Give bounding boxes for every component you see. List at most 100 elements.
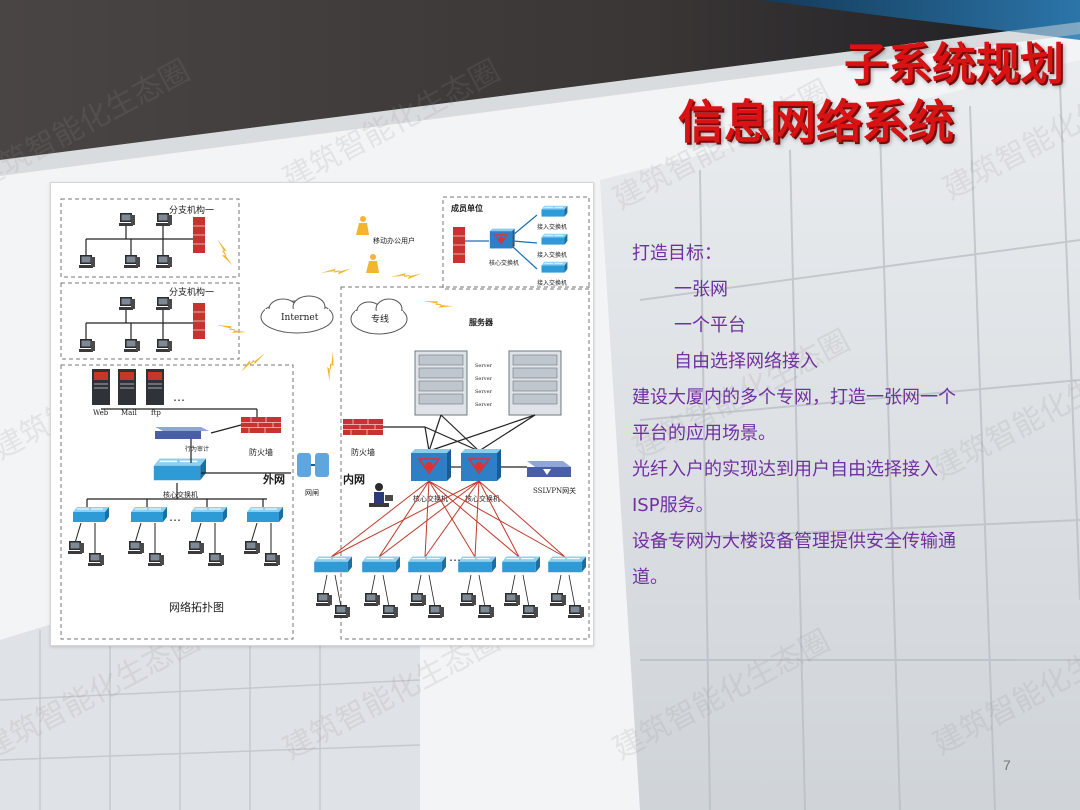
page-title: 子系统规划 <box>844 39 1064 90</box>
gatekeeper-device <box>297 453 329 477</box>
server-bus <box>101 408 258 417</box>
server-ftp-label: ftp <box>151 409 161 417</box>
goal-text-line: 一张网 <box>674 279 728 300</box>
server-rack-label: Server <box>475 402 493 408</box>
wan-link-bolt <box>318 351 344 382</box>
wan-link-bolt <box>423 291 454 316</box>
member-unit-label: 成员单位 <box>451 203 483 213</box>
wan-link-bolt <box>209 239 240 266</box>
member-core-switch-icon <box>489 228 516 249</box>
branch-pc <box>156 255 172 268</box>
branch-pc <box>156 297 172 310</box>
goal-text-line: 打造目标： <box>632 243 722 264</box>
member-access-label: 接入交换机 <box>537 223 567 231</box>
network-topology-diagram: 分支机构一 分支机构一 <box>50 182 594 646</box>
goal-text-line: 建设大厦内的多个专网，打造一张网一个 <box>632 387 956 408</box>
region-member-unit <box>442 196 590 290</box>
region-branch-1 <box>60 198 240 278</box>
inner-core-switch-1-label: 核心交换机 <box>413 494 448 503</box>
goal-text-line: 一个平台 <box>674 315 746 336</box>
inner-core-switch-2-label: 核心交换机 <box>465 494 500 503</box>
inner-pc <box>460 593 476 606</box>
member-links <box>465 214 538 270</box>
inner-access-switch <box>361 555 401 573</box>
inner-pc <box>568 605 584 618</box>
server-rack <box>508 350 562 416</box>
goal-text-line: 光纤入户的实现达到用户自由选择接入 <box>632 459 938 480</box>
outer-net-label: 外网 <box>262 472 285 486</box>
page-number: 7 <box>1003 757 1011 773</box>
inner-firewall <box>342 418 384 436</box>
inner-core-switch-1 <box>410 448 452 482</box>
internet-label: Internet <box>281 313 319 323</box>
branch-1-firewall <box>192 216 206 254</box>
inner-pc <box>410 593 426 606</box>
outer-pc <box>88 553 104 566</box>
goal-text-line: 自由选择网络接入 <box>674 351 818 372</box>
server-tower <box>92 369 110 405</box>
inner-pc <box>428 605 444 618</box>
outer-pc <box>208 553 224 566</box>
branch-pc <box>119 213 135 226</box>
goal-text-line: 道。 <box>632 567 668 588</box>
member-access-switch <box>541 233 568 245</box>
gatekeeper-label: 网闸 <box>305 489 319 497</box>
inner-pc <box>478 605 494 618</box>
server-rack <box>414 350 468 416</box>
branch-pc <box>79 255 95 268</box>
inner-pc <box>550 593 566 606</box>
inner-access-switch <box>313 555 353 573</box>
ellipsis: … <box>169 510 181 524</box>
goal-text-line: ISP服务。 <box>632 495 714 516</box>
ssl-vpn-label: SSLVPN网关 <box>533 486 576 495</box>
branch-1-lan <box>85 223 199 255</box>
branch-1-label: 分支机构一 <box>169 204 214 216</box>
core-to-access-links <box>330 480 566 558</box>
region-branch-2 <box>60 282 240 360</box>
inner-pc <box>522 605 538 618</box>
mobile-user-figure <box>356 216 379 273</box>
access-switch <box>246 506 284 523</box>
ellipsis: … <box>449 550 461 564</box>
server-mail-label: Mail <box>121 409 138 417</box>
inner-pc <box>364 593 380 606</box>
goal-text-list: 打造目标： 一张网 一个平台 自由选择网络接入 建设大厦内的多个专网，打造一张网… <box>632 236 1032 596</box>
branch-2-lan <box>85 307 196 339</box>
inner-firewall-label: 防火墙 <box>351 447 375 457</box>
inner-access-switch <box>501 555 541 573</box>
ellipsis: … <box>173 390 185 404</box>
page-subtitle: 信息网络系统 <box>678 95 954 149</box>
server-tower <box>118 369 136 405</box>
inner-pc-links <box>322 574 576 608</box>
branch-pc <box>119 297 135 310</box>
wan-link-bolt <box>321 256 352 286</box>
server-tower <box>146 369 164 405</box>
server-web-label: Web <box>93 409 109 417</box>
wan-link-bolt <box>241 347 265 378</box>
outer-pc <box>244 541 260 554</box>
audit-device <box>155 427 209 439</box>
member-access-switch <box>541 261 568 273</box>
member-access-label: 接入交换机 <box>537 251 567 259</box>
member-firewall <box>452 226 466 264</box>
outer-core-switch-label: 核心交换机 <box>163 490 198 499</box>
outer-core-switch <box>153 457 207 481</box>
outer-firewall <box>240 416 282 434</box>
audit-label: 行为审计 <box>185 445 209 453</box>
wan-link-bolt <box>217 316 247 341</box>
dedicated-line-cloud: 专线 <box>350 298 408 335</box>
admin-figure <box>369 483 393 507</box>
outer-firewall-label: 防火墙 <box>249 447 273 457</box>
inner-access-switch <box>407 555 447 573</box>
inner-net-label: 内网 <box>343 472 365 486</box>
access-switch <box>190 506 228 523</box>
region-outer-network <box>60 364 294 640</box>
goal-text-line: 平台的应用场景。 <box>632 423 776 444</box>
mobile-user-label: 移动办公用户 <box>373 236 415 245</box>
internet-cloud: Internet <box>260 295 334 334</box>
goal-text-line: 设备专网为大楼设备管理提供安全传输通 <box>632 531 956 552</box>
inner-pc <box>316 593 332 606</box>
topology-title: 网络拓扑图 <box>169 600 224 614</box>
branch-pc <box>124 255 140 268</box>
server-rack-label: Server <box>475 363 493 369</box>
